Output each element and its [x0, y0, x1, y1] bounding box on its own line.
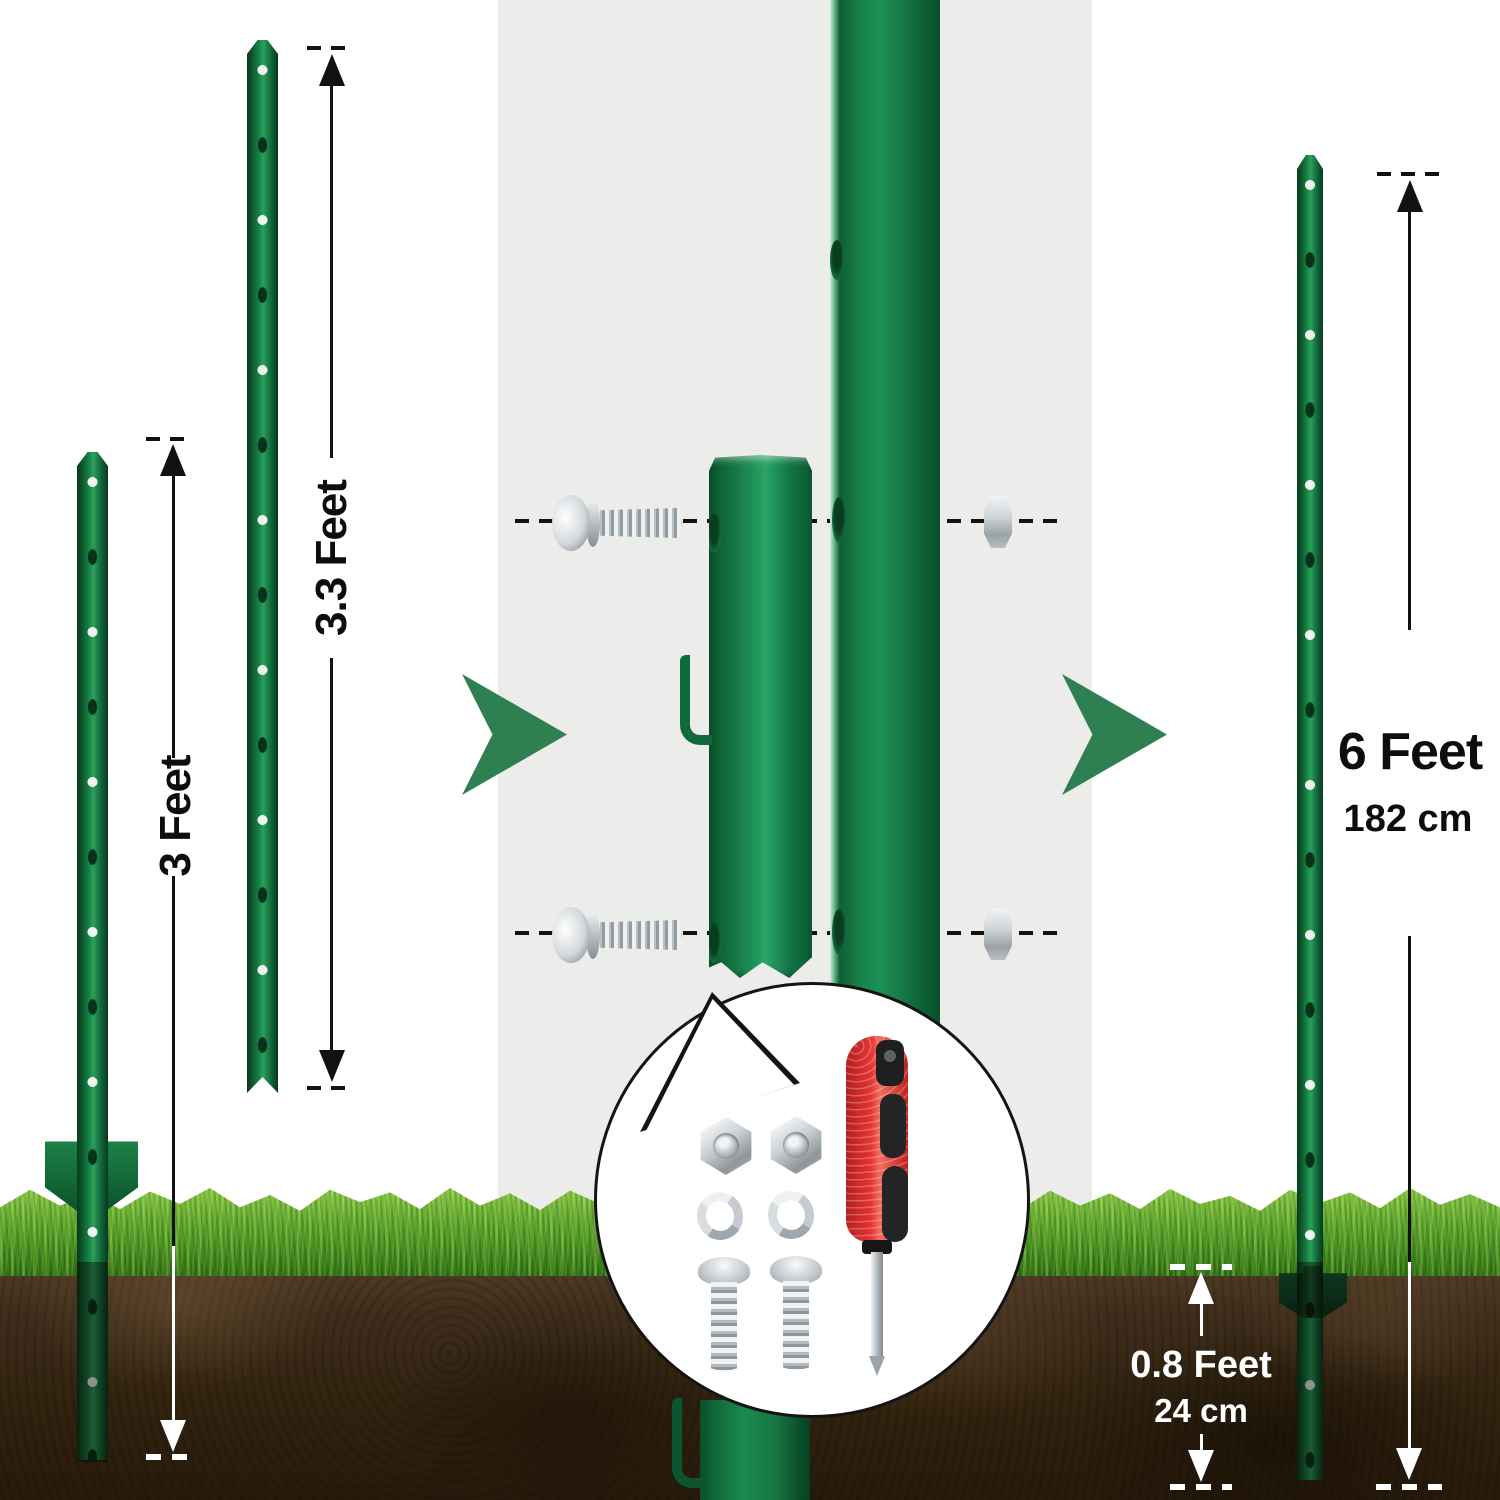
- measure-line: [330, 82, 333, 458]
- u-channel-bracket: [709, 455, 812, 978]
- hardware-kit-inset: [594, 982, 1030, 1418]
- depth-line: [1200, 1302, 1203, 1336]
- measure-line: [172, 472, 175, 758]
- bracket-hole: [709, 923, 721, 963]
- fence-hook-tab: [672, 1398, 704, 1488]
- screw-head: [770, 1256, 822, 1284]
- arrow-down-icon: [1188, 1450, 1214, 1482]
- screw-thread: [596, 508, 682, 538]
- measure-line-underground: [172, 1246, 175, 1422]
- arrow-down-icon: [160, 1420, 186, 1452]
- screw-icon: [552, 907, 682, 963]
- fence-hook-tab: [680, 655, 712, 745]
- arrow-down-icon: [319, 1050, 345, 1082]
- screw-head: [552, 495, 590, 551]
- measure-dash-top: [1377, 172, 1443, 176]
- screwdriver-hang-hole: [884, 1050, 896, 1062]
- screwdriver-grip: [880, 1094, 906, 1158]
- underground-shading: [77, 1262, 108, 1462]
- buried-depth-label: 0.8 Feet: [1130, 1344, 1272, 1386]
- post-6ft-metric-label: 182 cm: [1343, 798, 1473, 840]
- arrow-down-icon: [1396, 1448, 1422, 1480]
- arrow-up-icon: [1397, 180, 1423, 212]
- screw-icon: [552, 495, 682, 551]
- post-3ft-height-label: 3 Feet: [151, 755, 200, 877]
- measure-dash-top: [146, 437, 192, 441]
- screw-thread: [711, 1282, 737, 1372]
- measure-dash-bottom: [1376, 1484, 1442, 1490]
- measure-dash-top: [307, 46, 355, 50]
- measure-line: [330, 658, 333, 1050]
- post-3-3ft-section: [247, 40, 278, 1093]
- measure-line-underground: [1408, 1262, 1411, 1450]
- arrow-up-icon: [319, 54, 345, 86]
- measure-line: [1408, 936, 1411, 1262]
- underground-shading: [1279, 1266, 1347, 1318]
- depth-dash-bottom: [1170, 1484, 1232, 1490]
- post-3ft: [77, 452, 108, 1460]
- screw-collar: [586, 499, 600, 547]
- depth-line: [1200, 1434, 1203, 1452]
- post-section-height-label: 3.3 Feet: [307, 480, 356, 636]
- screwdriver-shaft: [871, 1252, 883, 1358]
- measure-line: [172, 876, 175, 1246]
- screwdriver-grip: [882, 1166, 908, 1242]
- post-hole: [830, 240, 844, 280]
- arrow-up-icon: [1188, 1272, 1214, 1304]
- nut-hole: [713, 1133, 739, 1159]
- post-6ft-height-label: 6 Feet: [1337, 723, 1483, 781]
- screw-thread: [783, 1281, 809, 1371]
- depth-dash-top: [1170, 1264, 1232, 1270]
- buried-depth-metric-label: 24 cm: [1154, 1392, 1248, 1429]
- screwdriver-cap: [876, 1040, 904, 1086]
- measure-dash-bottom: [146, 1454, 194, 1460]
- screw-head: [698, 1257, 750, 1285]
- screwdriver-tip: [869, 1356, 885, 1376]
- bracket-hole: [709, 513, 721, 553]
- arrow-up-icon: [160, 444, 186, 476]
- screw-thread: [596, 920, 682, 950]
- hex-nut-icon: [984, 908, 1012, 960]
- underground-shading: [1297, 1262, 1323, 1480]
- screw-head: [552, 907, 590, 963]
- measure-line: [1408, 210, 1411, 630]
- measure-dash-bottom: [307, 1086, 355, 1090]
- hex-nut-icon: [984, 496, 1012, 548]
- screw-collar: [586, 911, 600, 959]
- screwdriver-ferrule: [862, 1240, 892, 1254]
- nut-hole: [783, 1132, 809, 1158]
- post-hole: [832, 909, 846, 955]
- post-6ft: [1297, 155, 1323, 1480]
- post-hole: [832, 497, 846, 543]
